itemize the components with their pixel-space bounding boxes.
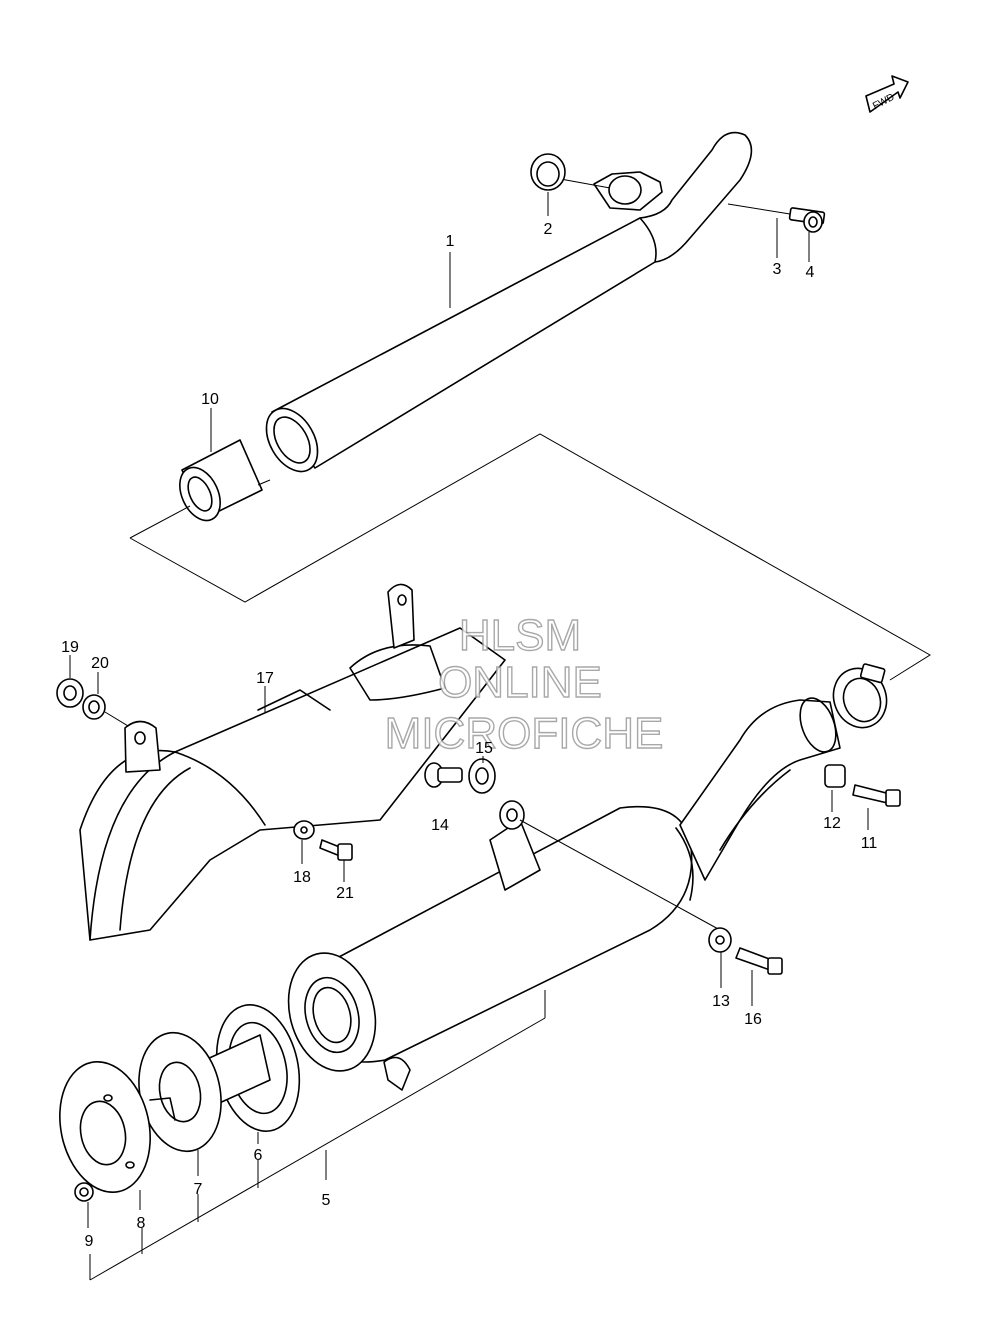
exhaust-pipe-part	[265, 131, 753, 473]
callout-1: 1	[446, 233, 455, 250]
callout-7: 7	[194, 1181, 203, 1198]
gasket-part	[530, 153, 566, 191]
heat-shield-part	[79, 583, 506, 941]
callout-2: 2	[544, 221, 553, 238]
callout-16: 16	[744, 1011, 762, 1028]
nut-19-part	[56, 678, 84, 708]
callout-3: 3	[773, 261, 782, 278]
callout-4: 4	[806, 264, 815, 281]
washer-18-part	[293, 820, 315, 840]
callout-13: 13	[712, 993, 730, 1010]
callout-12: 12	[823, 815, 841, 832]
bolt-11-part	[852, 784, 901, 807]
callout-8: 8	[137, 1215, 146, 1232]
callout-20: 20	[91, 655, 109, 672]
callout-11: 11	[861, 835, 878, 852]
leader-lines	[69, 192, 869, 1281]
muffler-part	[287, 697, 841, 1091]
washer-part	[499, 800, 721, 931]
callout-10: 10	[201, 391, 219, 408]
nut-part	[803, 211, 823, 233]
baffle-7-part	[138, 1031, 271, 1153]
reference-lines	[129, 433, 931, 681]
bolt-21-part	[319, 839, 353, 861]
nut-9-part	[74, 1182, 94, 1202]
bolt-14-part	[424, 762, 463, 788]
sleeve-part	[179, 439, 263, 522]
watermark-line-2: ONLINE	[438, 658, 602, 707]
cushion-part	[468, 758, 496, 794]
watermark-line-1: HLSM	[459, 611, 581, 660]
watermark-line-3: MICROFICHE	[385, 709, 664, 758]
fwd-arrow-icon: FWD	[865, 75, 909, 113]
callout-21: 21	[336, 885, 354, 902]
callout-19: 19	[61, 639, 79, 656]
callout-15: 15	[475, 740, 493, 757]
callout-9: 9	[85, 1233, 94, 1250]
end-cap-part	[59, 1060, 151, 1194]
bolt-16-part	[735, 947, 783, 975]
callout-18: 18	[293, 869, 311, 886]
callout-14: 14	[431, 817, 449, 834]
clamp-part	[832, 663, 888, 729]
washer-13-part	[708, 927, 732, 953]
watermark: HLSM ONLINE MICROFICHE	[384, 610, 664, 758]
spacer-part	[824, 764, 846, 788]
callout-5: 5	[322, 1192, 331, 1209]
callout-17: 17	[256, 670, 274, 687]
callout-labels: 1 2 3 4 5 6 7 8 9 10 11 12 13 14 15 16 1…	[61, 221, 877, 1250]
callout-6: 6	[254, 1147, 263, 1164]
collar-20-part	[82, 694, 129, 727]
